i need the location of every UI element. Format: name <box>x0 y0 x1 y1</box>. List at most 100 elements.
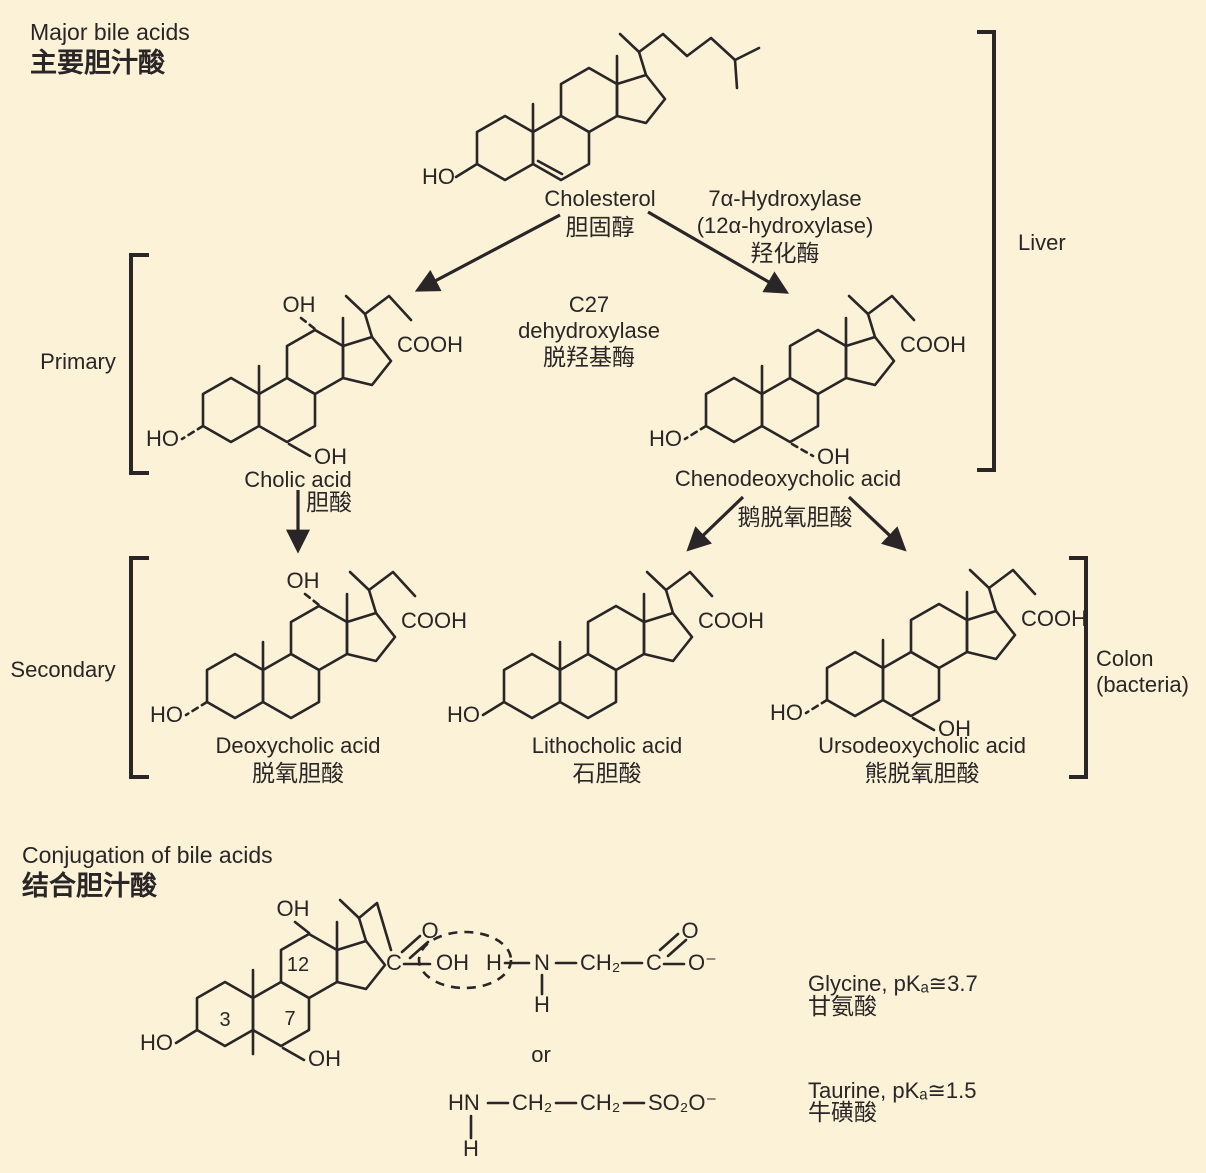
hydroxylase-line1: 7α-Hydroxylase <box>708 186 861 211</box>
primary-label: Primary <box>40 349 116 374</box>
urso-name-en: Ursodeoxycholic acid <box>818 733 1026 758</box>
liver-label: Liver <box>1018 230 1066 255</box>
glycine-structure: H N H CH₂ C O O⁻ <box>486 918 717 1017</box>
ursodeoxycholic-acid-structure <box>804 568 1037 732</box>
deoxy-ho-label: HO <box>150 702 183 727</box>
glycine-pka-label: Glycine, pKₐ≅3.7 <box>808 971 978 996</box>
taurine-ch2b-label: CH₂ <box>580 1090 620 1115</box>
c17-c20-bond <box>357 916 368 943</box>
litho-cooh-label: COOH <box>698 608 764 633</box>
dehydroxylase-line3: 脱羟基酶 <box>543 344 635 370</box>
ring-d <box>335 939 387 991</box>
colon-note-label: (bacteria) <box>1096 672 1189 697</box>
delta5-double-bond <box>536 159 564 176</box>
glycine-ch2-label: CH₂ <box>580 950 620 975</box>
taurine-zh-label: 牛磺酸 <box>808 1099 877 1125</box>
urso-oh7-label: OH <box>938 716 971 741</box>
cheno-oh7-label: OH <box>817 444 850 469</box>
cholic-name-en: Cholic acid <box>244 467 352 492</box>
carboxyl-double-bond-line1 <box>400 934 422 954</box>
colon-bracket <box>1069 556 1088 779</box>
taurine-annotation: Taurine, pKₐ≅1.5 牛磺酸 <box>808 1078 977 1125</box>
c21-methyl <box>645 570 668 592</box>
colon-label: Colon <box>1096 646 1153 671</box>
c3-ho-bond <box>804 698 829 715</box>
urso-cooh-label: COOH <box>1021 606 1087 631</box>
taurine-hn-label: HN <box>448 1090 480 1115</box>
conjugation-section-header: Conjugation of bile acids 结合胆汁酸 <box>22 842 273 901</box>
glycine-double-bond-line1 <box>658 932 680 952</box>
acid-side-chain <box>357 901 393 952</box>
c21-methyl <box>847 294 870 316</box>
c21-methyl <box>344 294 367 316</box>
hydroxylase-line2: (12α-hydroxylase) <box>697 213 874 238</box>
conjugation-title-zh: 结合胆汁酸 <box>22 870 158 901</box>
c3-ho-bond <box>184 700 209 717</box>
conjugate-ring-number-7: 7 <box>284 1008 295 1030</box>
c12-oh-bond <box>293 920 311 935</box>
ring-d <box>615 73 667 125</box>
conjugate-ring-number-12: 12 <box>287 954 309 976</box>
conjugate-labels: OH HO OH 12 7 3 C O OH <box>140 896 469 1071</box>
glycine-annotation: Glycine, pKₐ≅3.7 甘氨酸 <box>808 971 978 1019</box>
or-label: or <box>531 1042 551 1067</box>
ring-d <box>642 611 694 663</box>
acid-side-chain <box>367 570 417 598</box>
secondary-bracket <box>129 556 149 779</box>
conjugate-oh7-label: OH <box>308 1046 341 1071</box>
primary-bracket <box>129 253 149 475</box>
conjugate-carboxyl-oh: OH <box>436 950 469 975</box>
c17-c20-bond <box>637 50 648 77</box>
dehydroxylase-line1: C27 <box>569 292 609 317</box>
cholic-oh12-label: OH <box>283 292 316 317</box>
c17-c20-bond <box>367 588 378 615</box>
c7-oh-bond <box>281 1046 306 1062</box>
taurine-h-label: H <box>463 1136 479 1161</box>
glycine-o-label: O <box>681 918 698 943</box>
c3-ho-bond <box>174 1028 199 1045</box>
c3-ho-bond <box>180 424 205 441</box>
glycine-zh-label: 甘氨酸 <box>808 993 877 1019</box>
c17-c20-bond <box>866 312 877 339</box>
conjugate-oh12-label: OH <box>277 896 310 921</box>
ring-d <box>965 609 1017 661</box>
dehydroxylase-enzyme-label: C27 dehydroxylase 脱羟基酶 <box>518 292 660 370</box>
acid-side-chain <box>363 294 413 322</box>
c3-ho-bond <box>454 162 479 179</box>
c3-ho-bond <box>481 700 506 717</box>
c17-c20-bond <box>664 588 675 615</box>
isopropyl-branch-1 <box>733 46 761 62</box>
cholesterol-structure <box>454 32 761 182</box>
taurine-pka-label: Taurine, pKₐ≅1.5 <box>808 1078 977 1103</box>
litho-name-zh: 石胆酸 <box>573 760 642 786</box>
c21-methyl <box>618 32 641 54</box>
c7-oh-bond <box>790 442 815 458</box>
region-brackets <box>129 30 1088 779</box>
conjugate-carboxyl-o: O <box>421 918 438 943</box>
glycine-h-sub-label: H <box>534 992 550 1017</box>
taurine-ch2a-label: CH₂ <box>512 1090 552 1115</box>
arrow-cholesterol-to-cholic <box>414 213 561 292</box>
deoxy-cooh-label: COOH <box>401 608 467 633</box>
deoxycholic-acid-structure <box>184 570 417 720</box>
cholesterol-ho-label: HO <box>422 164 455 189</box>
glycine-h-label: H <box>486 950 502 975</box>
dehydroxylase-line2: dehydroxylase <box>518 318 660 343</box>
acid-side-chain <box>987 568 1037 596</box>
chenodeoxycholic-acid-structure <box>683 294 916 458</box>
taurine-structure: HN CH₂ CH₂ SO₂O⁻ H <box>448 1090 717 1161</box>
acid-side-chain <box>664 570 714 598</box>
cholic-oh7-label: OH <box>314 444 347 469</box>
cheno-name-zh: 鹅脱氧胆酸 <box>738 504 853 530</box>
c3-ho-bond <box>683 424 708 441</box>
cholic-cooh-label: COOH <box>397 332 463 357</box>
hydroxylase-enzyme-label: 7α-Hydroxylase (12α-hydroxylase) 羟化酶 <box>697 186 874 266</box>
secondary-label: Secondary <box>10 657 115 682</box>
c7-oh-bond <box>911 716 936 732</box>
reaction-arrows <box>286 210 907 554</box>
arrow-cheno-to-urso <box>847 495 907 552</box>
major-title-en: Major bile acids <box>30 19 190 45</box>
urso-ho-label: HO <box>770 700 803 725</box>
conjugate-ring-number-3: 3 <box>219 1009 230 1031</box>
